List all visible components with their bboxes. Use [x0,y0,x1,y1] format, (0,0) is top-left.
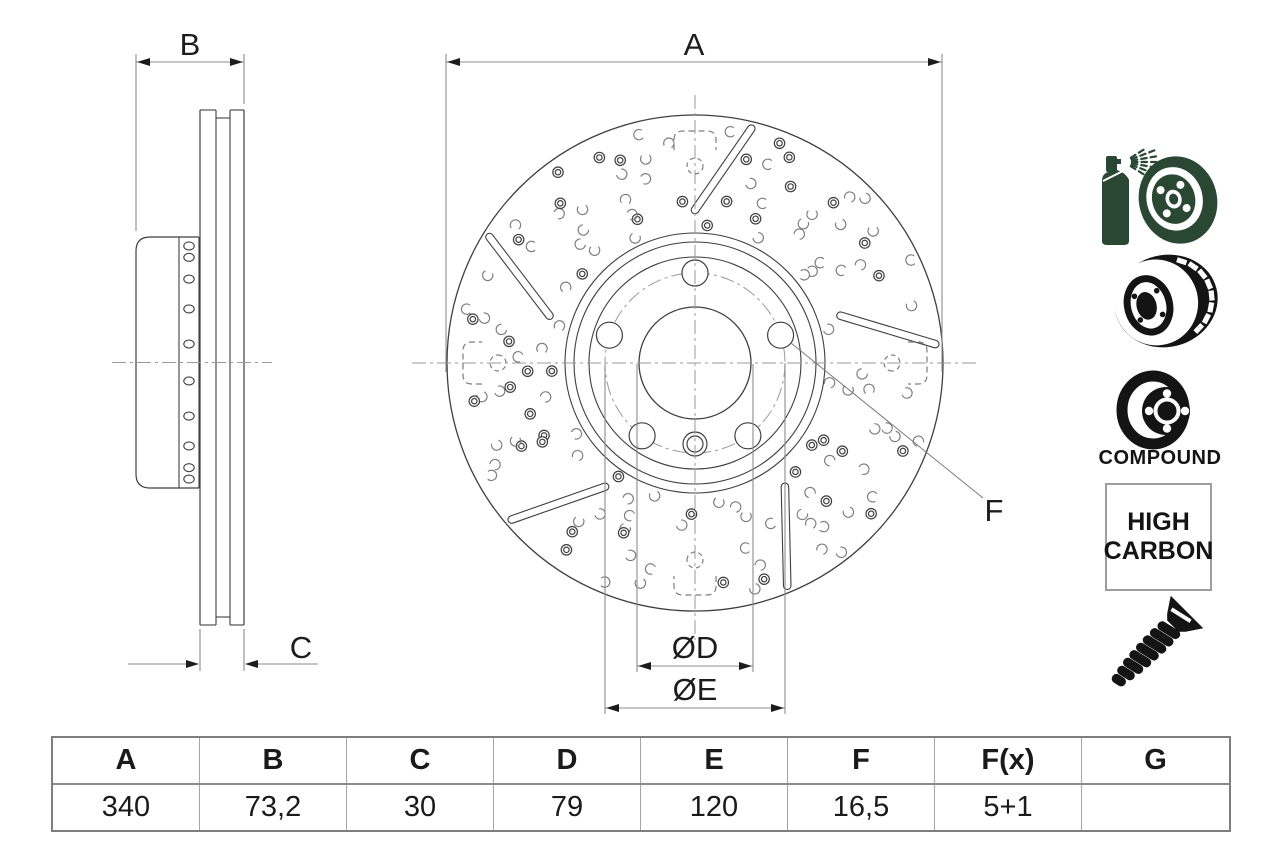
front-view-disc [412,95,978,640]
dimension-spec-table: A B C D E F F(x) G 340 73,2 30 79 120 16… [51,736,1231,832]
side-view-disc [112,109,272,626]
table-header: D [494,738,641,783]
table-header: F [788,738,935,783]
table-header: F(x) [935,738,1082,783]
dim-label-c: C [289,630,313,665]
high-carbon-badge: HIGH CARBON [1103,483,1214,591]
table-value: 79 [494,785,641,830]
table-header-row: A B C D E F F(x) G [53,738,1229,785]
dim-label-e: ØE [672,672,718,707]
compound-badge-label: COMPOUND [1098,447,1222,469]
vented-disc-icon [1113,254,1218,348]
table-header: E [641,738,788,783]
table-value-row: 340 73,2 30 79 120 16,5 5+1 [53,785,1229,830]
table-header: A [53,738,200,783]
table-value: 120 [641,785,788,830]
dim-label-f: F [984,493,1004,528]
table-header: B [200,738,347,783]
dimension-annotations [128,54,984,714]
high-carbon-line1: HIGH [1127,508,1190,536]
table-value: 5+1 [935,785,1082,830]
table-value [1082,785,1229,830]
dim-label-b: B [179,27,201,62]
friction-surface-slots [485,124,940,590]
table-header: C [347,738,494,783]
compound-disc-icon [1116,370,1190,450]
table-value: 340 [53,785,200,830]
dim-label-a: A [683,27,705,62]
countersunk-screw-icon [1111,595,1204,687]
table-value: 30 [347,785,494,830]
high-carbon-line2: CARBON [1103,537,1214,565]
dim-label-d: ØD [671,630,719,665]
drilled-holes-pattern [460,125,925,595]
table-value: 73,2 [200,785,347,830]
coated-disc-spray-icon [1102,148,1218,245]
table-header: G [1144,744,1167,776]
table-value: 16,5 [788,785,935,830]
brake-disc-technical-drawing [112,54,1218,714]
